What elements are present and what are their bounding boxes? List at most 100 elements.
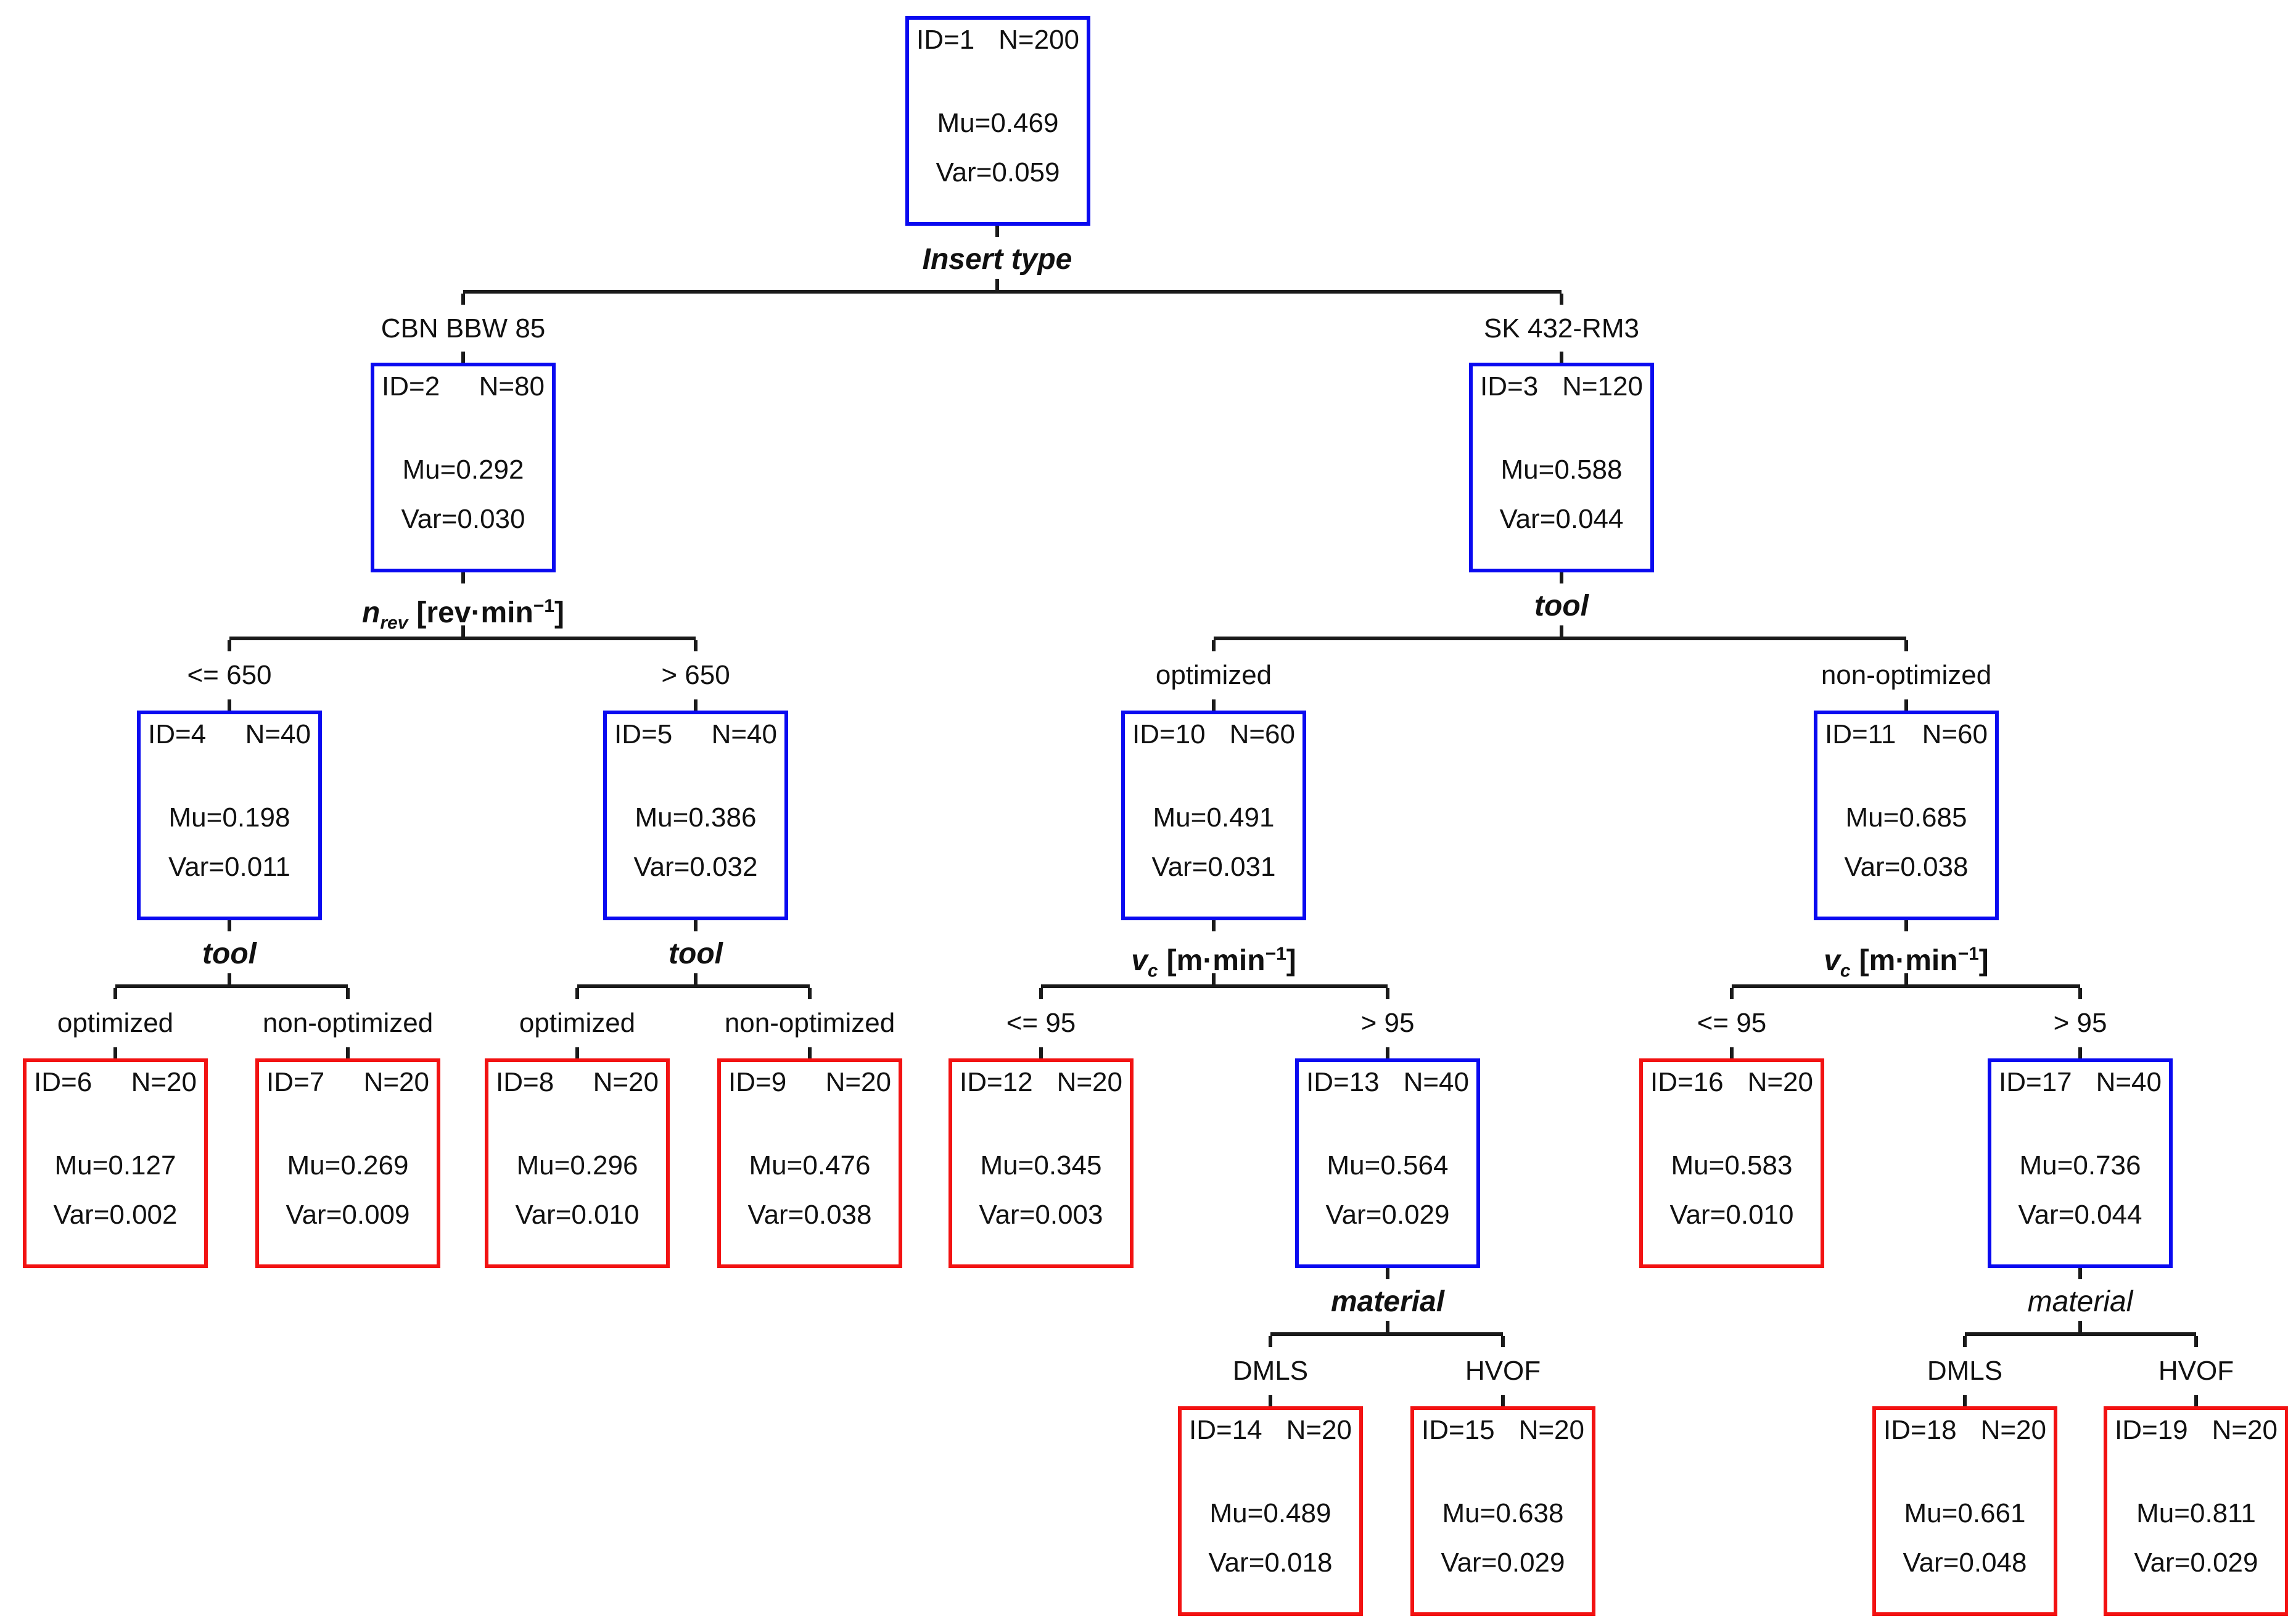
node-count-label: N=20: [363, 1067, 429, 1097]
node-id-label: ID=17: [1999, 1067, 2072, 1097]
connector-tick: [1963, 1336, 1967, 1347]
node-count-label: N=200: [998, 25, 1079, 55]
node-count-label: N=20: [1056, 1067, 1122, 1097]
node-id-label: ID=2: [382, 371, 440, 402]
connector-tick: [1039, 1047, 1043, 1058]
node-count-label: N=120: [1562, 371, 1643, 402]
split-unit-exponent: −1: [533, 596, 554, 616]
node-mu-label: Mu=0.269: [287, 1150, 409, 1181]
connector-tick: [461, 294, 465, 305]
node-var-label: Var=0.029: [1441, 1548, 1565, 1578]
connector-tick: [1212, 920, 1216, 931]
node-mu-label: Mu=0.583: [1671, 1150, 1793, 1181]
connector-tick: [995, 226, 999, 237]
edge-label-hvof: HVOF: [1465, 1356, 1541, 1386]
node-mu-label: Mu=0.685: [1845, 802, 1967, 833]
connector-tick: [1269, 1336, 1272, 1347]
node-var-label: Var=0.044: [1499, 504, 1624, 534]
node-mu-label: Mu=0.638: [1442, 1498, 1564, 1528]
node-header: ID=18 N=20: [1876, 1410, 2054, 1446]
connector-line: [1965, 1332, 2196, 1336]
connector-tick: [1269, 1395, 1272, 1406]
split-label-insert-type: Insert type: [923, 242, 1072, 277]
split-unit-exponent: −1: [1265, 944, 1286, 964]
connector-tick: [1560, 294, 1563, 305]
node-header: ID=17 N=40: [1991, 1062, 2169, 1098]
edge-label-non-optimized: non-optimized: [1821, 660, 1992, 690]
connector-tick: [694, 640, 698, 651]
edge-label-dmls: DMLS: [1927, 1356, 2003, 1386]
connector-tick: [1386, 1268, 1389, 1279]
edge-label-optimized: optimized: [1155, 660, 1272, 690]
connector-line: [1214, 637, 1906, 640]
split-variable: n: [362, 596, 381, 629]
tree-node-2: ID=2 N=80 Mu=0.292 Var=0.030: [371, 363, 556, 572]
node-header: ID=14 N=20: [1182, 1410, 1359, 1446]
node-id-label: ID=13: [1306, 1067, 1380, 1097]
split-label-text: Insert type: [922, 243, 1072, 276]
split-unit-close: ]: [1978, 944, 1989, 977]
connector-tick: [995, 279, 999, 290]
node-count-label: N=40: [245, 719, 311, 749]
edge-label-hvof: HVOF: [2158, 1356, 2234, 1386]
node-count-label: N=60: [1229, 719, 1295, 749]
split-label-vc: vc[m·min−1]: [1131, 937, 1296, 989]
node-header: ID=3 N=120: [1473, 366, 1650, 402]
connector-tick: [1560, 572, 1563, 583]
edge-label-optimized: optimized: [519, 1008, 636, 1038]
connector-line: [229, 637, 696, 640]
edge-label-dmls: DMLS: [1232, 1356, 1309, 1386]
node-mu-label: Mu=0.386: [635, 802, 757, 833]
node-header: ID=11 N=60: [1817, 714, 1995, 750]
connector-tick: [1904, 920, 1908, 931]
split-label-material: material: [1331, 1285, 1444, 1319]
connector-tick: [808, 988, 812, 999]
node-id-label: ID=1: [916, 25, 975, 55]
node-mu-label: Mu=0.345: [980, 1150, 1102, 1181]
connector-tick: [1386, 988, 1389, 999]
connector-tick: [1904, 640, 1908, 651]
edge-label-le-650: <= 650: [187, 660, 272, 690]
split-unit-close: ]: [554, 596, 564, 629]
node-count-label: N=20: [1286, 1415, 1352, 1445]
connector-line: [115, 984, 348, 988]
edge-label-non-optimized: non-optimized: [724, 1008, 895, 1038]
node-count-label: N=80: [479, 371, 545, 402]
split-variable-subscript: rev: [380, 612, 408, 633]
connector-tick: [1963, 1395, 1967, 1406]
node-mu-label: Mu=0.127: [54, 1150, 176, 1181]
node-header: ID=15 N=20: [1414, 1410, 1592, 1446]
node-var-label: Var=0.002: [53, 1200, 178, 1230]
connector-line: [1732, 984, 2080, 988]
node-id-label: ID=8: [496, 1067, 554, 1097]
node-var-label: Var=0.059: [936, 157, 1060, 188]
node-mu-label: Mu=0.736: [2019, 1150, 2141, 1181]
split-unit: [m·min−1]: [1859, 944, 1989, 977]
node-count-label: N=20: [2212, 1415, 2278, 1445]
node-id-label: ID=16: [1650, 1067, 1724, 1097]
tree-node-19: ID=19 N=20 Mu=0.811 Var=0.029: [2104, 1406, 2288, 1616]
node-count-label: N=20: [1518, 1415, 1584, 1445]
node-header: ID=4 N=40: [141, 714, 318, 750]
node-count-label: N=20: [593, 1067, 659, 1097]
connector-line: [1270, 1332, 1503, 1336]
connector-tick: [2078, 1321, 2082, 1332]
node-header: ID=6 N=20: [27, 1062, 204, 1098]
connector-tick: [2078, 1268, 2082, 1279]
node-var-label: Var=0.031: [1151, 852, 1276, 882]
node-var-label: Var=0.010: [1669, 1200, 1794, 1230]
edge-label-sk-432-rm3: SK 432-RM3: [1484, 313, 1639, 344]
node-id-label: ID=9: [728, 1067, 787, 1097]
node-var-label: Var=0.030: [401, 504, 525, 534]
node-header: ID=8 N=20: [488, 1062, 666, 1098]
split-label-material: material: [2028, 1285, 2133, 1319]
connector-tick: [2194, 1395, 2198, 1406]
node-mu-label: Mu=0.588: [1500, 455, 1623, 485]
edge-label-gt-95: > 95: [1360, 1008, 1415, 1038]
split-label-text: tool: [1534, 590, 1589, 622]
node-var-label: Var=0.011: [168, 852, 290, 882]
tree-node-4: ID=4 N=40 Mu=0.198 Var=0.011: [137, 711, 322, 920]
connector-tick: [1501, 1336, 1505, 1347]
node-mu-label: Mu=0.811: [2136, 1498, 2256, 1528]
connector-tick: [113, 1047, 117, 1058]
